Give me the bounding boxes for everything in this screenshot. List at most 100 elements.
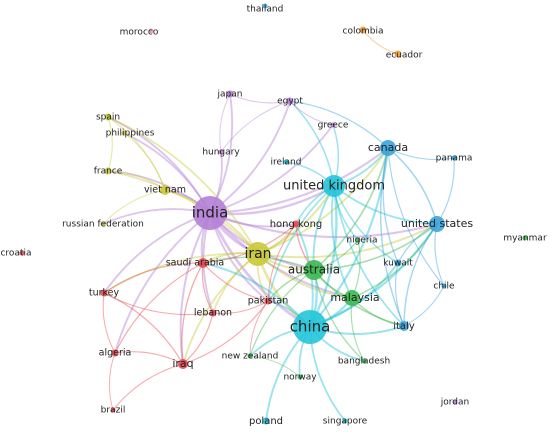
edge-china-united_kingdom [308,184,338,329]
node-viet-nam[interactable] [160,185,170,195]
label-greece: greece [318,121,349,131]
node-myanmar[interactable] [522,235,528,241]
edge-united_states-italy [403,223,438,327]
node-lebanon[interactable] [209,309,217,317]
label-russian-federation: russian federation [62,220,144,230]
node-france[interactable] [104,167,112,175]
node-norway[interactable] [297,374,303,380]
node-italy[interactable] [399,321,409,331]
node-morocco[interactable] [148,28,154,34]
node-algeria[interactable] [111,349,119,357]
label-norway: norway [283,373,317,383]
edge-saudi_arabia-algeria [114,262,204,354]
edge-pakistan-new_zealand [249,300,269,357]
label-china: china [290,318,331,336]
edge-turkey-lebanon [103,292,214,316]
node-canada[interactable] [380,140,396,156]
node-united-kingdom[interactable] [323,175,345,197]
node-greece[interactable] [330,122,336,128]
edge-united_states-panama [436,157,455,225]
node-ecuador[interactable] [394,50,402,58]
edge-china-canada [308,146,390,329]
label-jordan: jordan [440,398,469,408]
label-japan: japan [217,90,243,100]
label-nigeria: nigeria [346,236,377,246]
node-united-states[interactable] [429,216,445,232]
edge-egypt-greece [289,100,334,126]
label-panama: panama [436,154,473,164]
edge-saudi_arabia-pakistan [202,262,269,302]
edge-japan-hungary [219,93,231,153]
node-malaysia[interactable] [344,290,360,306]
label-ecuador: ecuador [386,51,423,61]
node-russian-federation[interactable] [100,221,106,227]
node-india[interactable] [193,196,227,230]
node-china[interactable] [293,310,327,344]
label-kuwait: kuwait [383,259,413,269]
label-united-kingdom: united kingdom [283,179,385,194]
node-iran[interactable] [246,242,270,266]
node-kuwait[interactable] [394,259,402,267]
node-philippines[interactable] [121,130,127,136]
label-france: france [94,167,123,177]
edge-canada-egypt [289,100,389,149]
node-bangladesh[interactable] [361,358,367,364]
edge-colombia-ecuador [362,29,399,55]
edge-australia-canada [313,147,389,271]
node-spain[interactable] [104,113,112,121]
edge-canada-italy [379,147,405,327]
node-saudi-arabia[interactable] [198,258,208,268]
node-chile[interactable] [441,283,447,289]
edge-united_kingdom-malaysia [330,185,353,299]
node-colombia[interactable] [359,26,367,34]
node-egypt[interactable] [286,97,294,105]
edge-iraq-pakistan [182,300,269,365]
edge-china-united_states [308,222,439,329]
edge-iran-iraq [182,253,259,365]
edge-united_kingdom-united_states [333,185,438,225]
node-hungary[interactable] [218,149,224,155]
node-croatia[interactable] [19,250,25,256]
edge-malaysia-united_states [351,223,438,299]
edge-iraq-algeria [114,351,184,365]
edge-india-greece [209,124,334,214]
edge-norway-new_zealand [249,355,301,378]
node-jordan[interactable] [452,399,458,405]
node-japan[interactable] [226,90,234,98]
node-singapore[interactable] [342,418,348,424]
label-croatia: croatia [0,249,31,259]
node-iraq[interactable] [178,359,188,369]
edge-iraq-brazil [112,363,184,411]
node-poland[interactable] [262,417,270,425]
edge-saudi_arabia-turkey [103,262,204,294]
node-turkey[interactable] [100,289,108,297]
edge-canada-chile [387,147,445,287]
label-hungary: hungary [202,148,240,158]
node-ireland[interactable] [283,159,289,165]
node-hong-kong[interactable] [292,220,300,228]
edge-iraq-lebanon [182,312,214,365]
edge-india-canada [208,146,390,215]
node-thailand[interactable] [262,3,268,9]
node-brazil[interactable] [110,407,116,413]
node-nigeria[interactable] [355,237,361,243]
node-layer [19,3,528,425]
edge-viet_nam-france [107,170,166,191]
edge-kuwait-italy [394,262,405,327]
edge-japan-egypt [229,93,291,104]
edge-india-united_states [208,211,439,239]
node-new-zealand[interactable] [247,353,253,359]
edge-iran-united_states [257,223,438,259]
label-iran: iran [244,246,271,262]
node-pakistan[interactable] [264,297,272,305]
label-singapore: singapore [323,417,368,427]
node-panama[interactable] [451,155,457,161]
label-turkey: turkey [89,288,120,299]
edge-india-china [208,211,312,329]
node-australia[interactable] [304,260,324,280]
edge-hong_kong-pakistan [267,223,297,302]
label-ireland: ireland [271,158,302,168]
edge-india-malaysia [208,211,354,300]
edge-italy-chile [403,285,445,327]
